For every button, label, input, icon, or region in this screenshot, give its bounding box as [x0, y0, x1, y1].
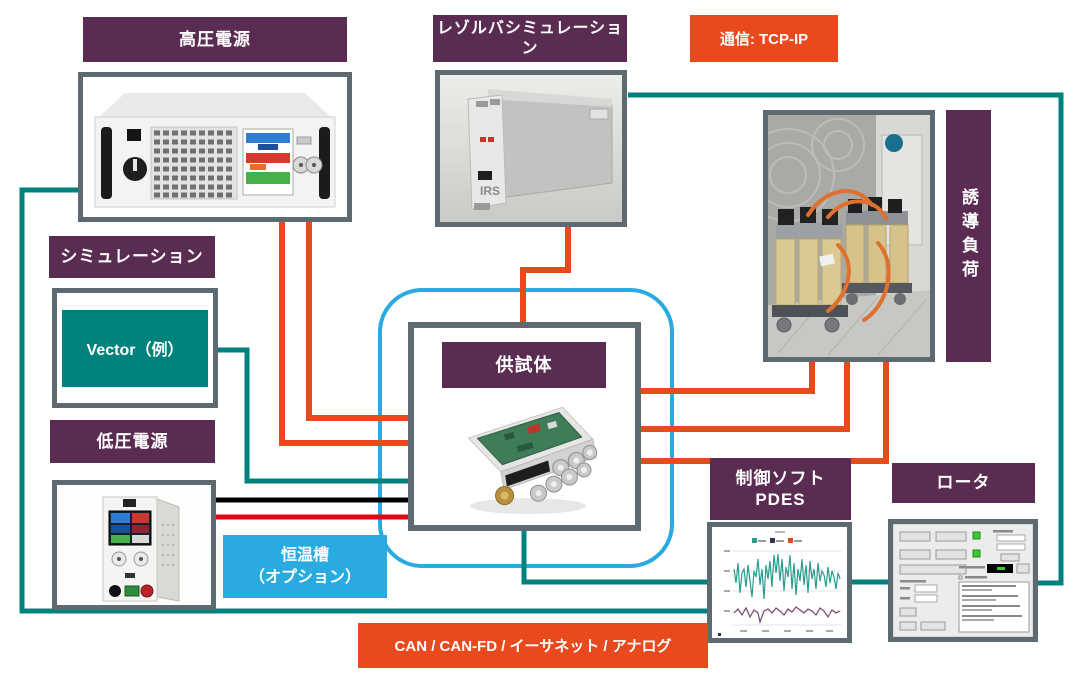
label-dut: 供試体: [442, 342, 606, 388]
control-software-line2: PDES: [755, 490, 806, 509]
dut-photo: [467, 406, 598, 514]
label-inductive-load: 誘導負荷: [946, 110, 991, 362]
vector-box: Vector（例）: [52, 288, 218, 408]
label-rotor: ロータ: [892, 463, 1035, 503]
label-control-software: 制御ソフト PDES: [710, 458, 851, 520]
wire-teal-resolver-to-rotor: [628, 92, 1064, 586]
label-thermal-chamber: 恒温槽 （オプション）: [223, 535, 387, 598]
inductive-load-photo: [768, 115, 930, 357]
hv-power-photo: [94, 93, 336, 208]
rotor-screenshot-box: [888, 519, 1038, 642]
label-simulation: シミュレーション: [49, 236, 215, 278]
label-resolver-sim: レゾルバシミュレーション: [433, 15, 627, 62]
control-software-line1: 制御ソフト: [735, 468, 826, 488]
wire-teal-dut-to-pdes: [521, 531, 707, 585]
wire-teal-hv-to-pdes: [19, 187, 707, 614]
label-inductive-load-text: 誘導負荷: [959, 188, 978, 284]
label-dut-text: 供試体: [495, 354, 553, 375]
vector-label-text: Vector（例）: [86, 342, 184, 359]
thermal-chamber-line1: 恒温槽: [280, 546, 329, 564]
resolver-device-text: IRS: [480, 184, 500, 198]
label-resolver-sim-text: レゾルバシミュレーション: [436, 19, 624, 57]
label-lv-power-text: 低圧電源: [96, 431, 169, 451]
banner-can-bus-text: CAN / CAN-FD / イーサネット / アナログ: [394, 638, 672, 655]
rotor-screenshot: [893, 524, 1033, 637]
label-hv-power: 高圧電源: [83, 17, 347, 62]
wire-orange-hv-to-dut-2: [306, 221, 408, 421]
resolver-sim-photo-box: IRS: [435, 70, 627, 227]
wire-teal-vector-to-dut: [206, 347, 408, 484]
rotor-dialog-buttons: [899, 531, 981, 575]
vector-inner-panel: Vector（例）: [62, 309, 208, 387]
rotor-dialog-right-panel: [958, 530, 1030, 633]
dut-box: 供試体: [408, 322, 641, 531]
banner-can-bus: CAN / CAN-FD / イーサネット / アナログ: [358, 623, 708, 668]
thermal-chamber-line2: （オプション）: [248, 568, 361, 586]
resolver-sim-photo: IRS: [440, 75, 622, 222]
lv-power-photo: [57, 485, 211, 605]
label-hv-power-text: 高圧電源: [179, 29, 251, 49]
inductive-load-photo-box: [763, 110, 935, 362]
label-tcp-comm-text: 通信: TCP-IP: [719, 31, 809, 48]
wire-orange-dut-to-load-1: [640, 361, 815, 394]
rotor-dialog-fields: [899, 580, 946, 631]
label-control-software-text: 制御ソフト PDES: [736, 468, 826, 511]
pdes-chart-legend: [752, 538, 802, 543]
pdes-screenshot-box: [707, 522, 852, 643]
pdes-screenshot: [712, 527, 847, 638]
label-simulation-text: シミュレーション: [60, 247, 204, 267]
wire-orange-dut-to-load-2: [640, 361, 850, 432]
lv-power-photo-box: [52, 480, 216, 610]
label-rotor-text: ロータ: [936, 473, 991, 493]
hv-power-photo-box: [78, 72, 352, 222]
wire-orange-hv-to-dut-1: [279, 221, 408, 446]
wire-orange-resolver-to-dut: [520, 226, 571, 323]
label-lv-power: 低圧電源: [50, 420, 215, 463]
label-tcp-comm: 通信: TCP-IP: [690, 15, 838, 62]
